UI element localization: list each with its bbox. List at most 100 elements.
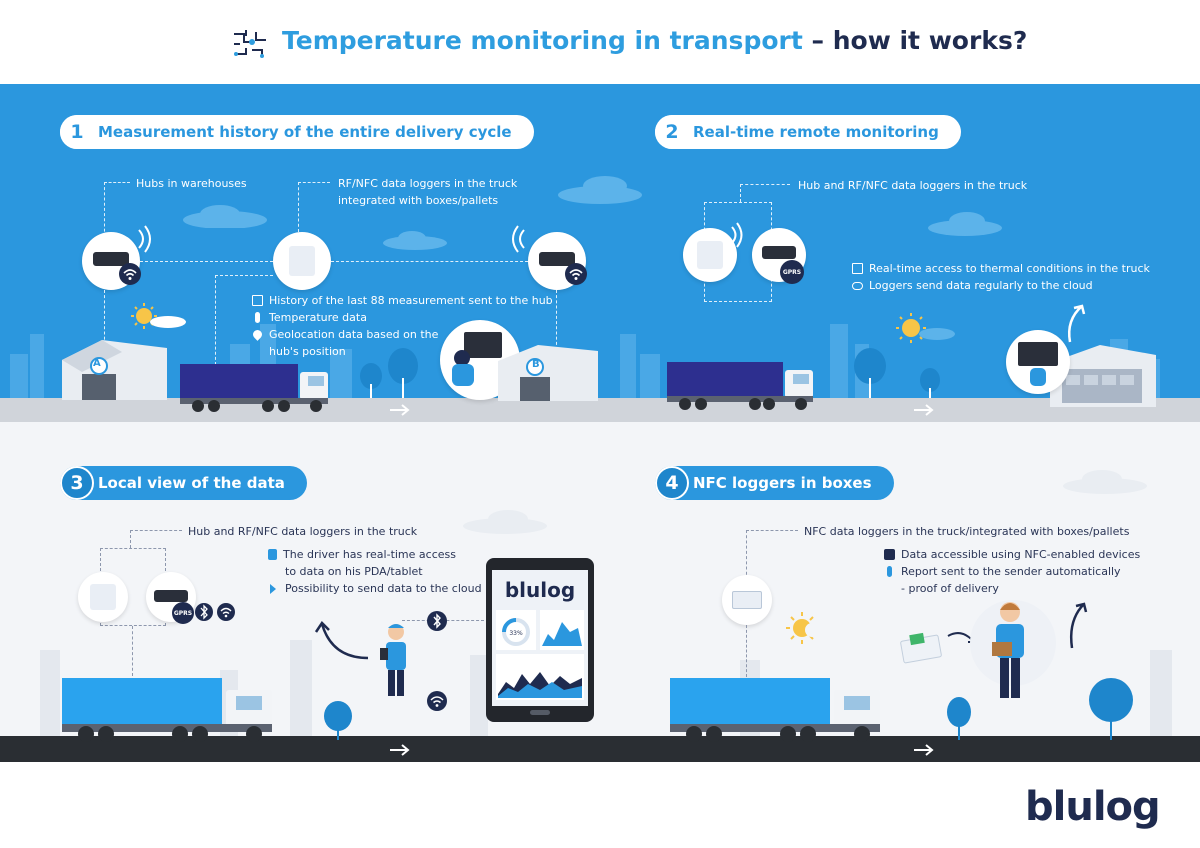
bullet-text: Temperature data	[269, 311, 367, 324]
step2-devices-label: Hub and RF/NFC data loggers in the truck	[798, 179, 1028, 192]
bullet-nfc-access: Data accessible using NFC-enabled device…	[884, 546, 1140, 563]
arrow-curve-icon	[314, 621, 369, 660]
hub-device	[154, 590, 188, 602]
connector-line	[746, 530, 798, 580]
bullet-text: The driver has real-time access	[283, 548, 456, 561]
truck-step1	[180, 364, 328, 412]
monitor-icon	[1018, 342, 1058, 366]
cloud-icon	[463, 510, 547, 534]
person-icon	[454, 350, 470, 366]
connector-line	[104, 182, 130, 242]
step4-devices-label: NFC data loggers in the truck/integrated…	[804, 525, 1130, 538]
area-chart-card	[540, 610, 584, 650]
logger-device	[90, 584, 116, 610]
arrow-right-icon	[390, 744, 410, 756]
signal-waves-icon	[731, 222, 743, 248]
tree	[1089, 678, 1133, 740]
circuit-icon	[234, 30, 266, 58]
hub-device	[762, 246, 796, 259]
nfc-logger-circle	[722, 575, 772, 625]
send-arrow-icon	[270, 583, 276, 594]
sun-icon	[786, 612, 819, 644]
monitor-icon	[252, 295, 263, 306]
step-3-number: 3	[60, 466, 94, 500]
gprs-badge: GPRS	[172, 602, 194, 624]
thermometer-icon	[255, 312, 260, 323]
bullet-temperature: Temperature data	[252, 309, 553, 326]
step-4-title: NFC loggers in boxes	[693, 474, 872, 492]
brand-logo: blulog	[1025, 784, 1161, 830]
step2-bullets: Real-time access to thermal conditions i…	[852, 260, 1150, 294]
bullet-cloud: Loggers send data regularly to the cloud	[852, 277, 1150, 294]
truck-step3	[62, 678, 272, 742]
header	[0, 0, 1200, 84]
driver-figure	[380, 624, 406, 696]
connector-line	[298, 182, 330, 232]
warehouse-a-label: A	[93, 358, 101, 369]
logger-circle	[78, 572, 128, 622]
signal-waves-icon	[512, 225, 525, 253]
wifi-icon	[565, 263, 587, 285]
arrow-up-icon	[1070, 602, 1088, 649]
connector-line	[104, 290, 105, 350]
logger-circle	[273, 232, 331, 290]
arrow-right-icon	[914, 404, 934, 416]
sun-icon	[896, 313, 955, 343]
wifi-icon	[217, 603, 235, 621]
warehouse-b	[498, 345, 598, 401]
loggers-label-line2: integrated with boxes/pallets	[338, 194, 499, 207]
monitor-operator-circle	[1006, 330, 1070, 394]
thermometer-icon	[887, 566, 892, 577]
nfc-tag-card	[900, 632, 942, 664]
bullet-realtime: Real-time access to thermal conditions i…	[852, 260, 1150, 277]
connector-line	[331, 261, 528, 262]
signal-waves-icon	[138, 225, 151, 253]
bullet-report-cont: - proof of delivery	[901, 582, 999, 595]
cold-storage-warehouse	[1050, 345, 1156, 407]
bullet-text: Geolocation data based on the	[269, 328, 439, 341]
connector-line	[140, 261, 273, 262]
tablet-icon	[268, 549, 277, 560]
nfc-logger-device	[732, 591, 762, 609]
bullet-send-cloud: Possibility to send data to the cloud	[268, 580, 482, 597]
connector-line	[556, 290, 557, 350]
tree	[324, 701, 352, 740]
arrow-up-icon	[1068, 304, 1086, 343]
cloud-icon	[183, 205, 267, 228]
bullet-text: Data accessible using NFC-enabled device…	[901, 548, 1141, 561]
truck-step2	[667, 362, 813, 410]
person-icon	[1030, 368, 1046, 386]
connector-line	[132, 626, 133, 676]
step4-bullets: Data accessible using NFC-enabled device…	[884, 546, 1140, 597]
connector-line	[130, 530, 182, 548]
step-3-title: Local view of the data	[98, 474, 285, 492]
tablet-device: blulog 33%	[486, 558, 594, 722]
hub-device	[539, 252, 575, 266]
bullet-text: History of the last 88 measurement sent …	[269, 294, 553, 307]
bullet-report: Report sent to the sender automatically	[884, 563, 1140, 580]
connector-line	[740, 184, 790, 202]
bullet-text: Report sent to the sender automatically	[901, 565, 1121, 578]
logger-device	[289, 246, 315, 276]
step3-devices-label: Hub and RF/NFC data loggers in the truck	[188, 525, 418, 538]
monitor-icon	[464, 332, 502, 358]
arrow-right-icon	[914, 744, 934, 756]
hub-circle-a	[82, 232, 140, 290]
gprs-badge: GPRS	[780, 260, 804, 284]
bullet-text: Loggers send data regularly to the cloud	[869, 279, 1093, 292]
area-chart	[542, 622, 582, 646]
hubs-label: Hubs in warehouses	[136, 177, 247, 190]
step-1-number: 1	[60, 115, 94, 149]
step-1-title: Measurement history of the entire delive…	[98, 123, 512, 141]
step-2-title: Real-time remote monitoring	[693, 123, 939, 141]
title-suffix: – how it works?	[811, 26, 1028, 55]
step-2-pill: 2 Real-time remote monitoring	[655, 115, 961, 149]
cloud-icon	[1063, 470, 1147, 494]
line-chart-card	[496, 654, 584, 700]
step-3-pill: 3 Local view of the data	[60, 466, 307, 500]
tree	[947, 697, 971, 740]
tablet-brand-logo: blulog	[504, 578, 576, 602]
trees	[360, 348, 418, 398]
bullet-history: History of the last 88 measurement sent …	[252, 292, 553, 309]
step-4-pill: 4 NFC loggers in boxes	[655, 466, 894, 500]
